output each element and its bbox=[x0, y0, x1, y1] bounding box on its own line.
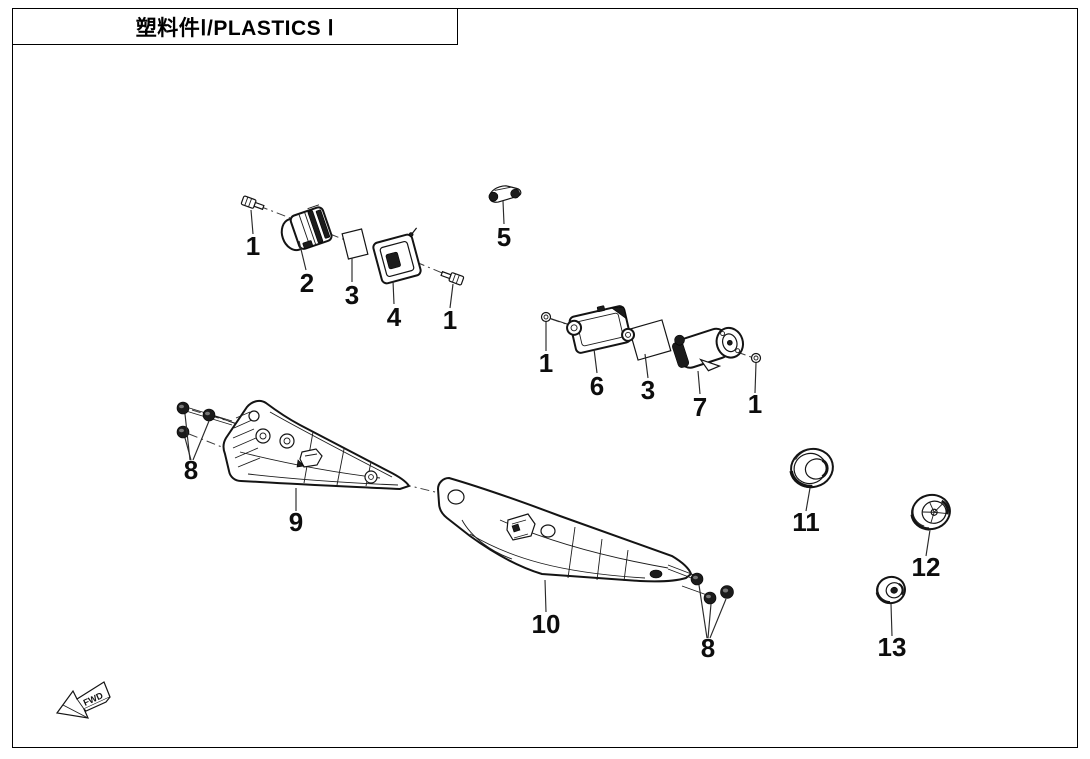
part-2-cap bbox=[280, 204, 333, 252]
callout-2: 2 bbox=[300, 268, 314, 298]
part-11-grommet bbox=[789, 447, 834, 489]
page-title: 塑料件Ⅰ/PLASTICS Ⅰ bbox=[135, 16, 335, 40]
callout-6: 6 bbox=[590, 371, 604, 401]
callout-4: 4 bbox=[387, 302, 402, 332]
part-1-screw-a bbox=[240, 195, 265, 211]
part-8-screws-left bbox=[176, 401, 251, 461]
part-1-screw-d bbox=[750, 352, 762, 364]
part-10-panel bbox=[436, 476, 693, 583]
part-1-screw-c bbox=[540, 311, 571, 326]
callout-1a: 1 bbox=[246, 231, 260, 261]
part-3-pad-b bbox=[628, 319, 672, 361]
callout-1b: 1 bbox=[443, 305, 457, 335]
leader-lines bbox=[250, 200, 931, 637]
callout-8a: 8 bbox=[184, 455, 198, 485]
callout-9: 9 bbox=[289, 507, 303, 537]
callout-3a: 3 bbox=[345, 280, 359, 310]
callout-1d: 1 bbox=[748, 389, 762, 419]
callout-10: 10 bbox=[532, 609, 561, 639]
part-13-grommet bbox=[875, 575, 906, 605]
part-4-switch bbox=[372, 227, 422, 285]
callout-11: 11 bbox=[792, 507, 820, 537]
part-3-pad-a bbox=[341, 228, 369, 260]
callout-13: 13 bbox=[878, 632, 907, 662]
title-box: 塑料件Ⅰ/PLASTICS Ⅰ bbox=[12, 8, 458, 45]
part-1-screw-b bbox=[440, 270, 465, 286]
callout-1c: 1 bbox=[539, 348, 553, 378]
callout-7: 7 bbox=[693, 392, 707, 422]
page-frame bbox=[12, 8, 1078, 748]
callout-12: 12 bbox=[912, 552, 941, 582]
part-9-panel bbox=[222, 399, 411, 491]
callout-3b: 3 bbox=[641, 375, 655, 405]
part-8-screws-right bbox=[667, 564, 734, 639]
fwd-arrow: FWD bbox=[55, 681, 111, 719]
callout-8b: 8 bbox=[701, 633, 715, 663]
part-5-clip bbox=[488, 185, 522, 203]
callout-5: 5 bbox=[497, 222, 511, 252]
part-7-motor bbox=[672, 326, 745, 372]
part-12-grommet bbox=[910, 493, 951, 531]
part-6-box bbox=[566, 305, 636, 354]
